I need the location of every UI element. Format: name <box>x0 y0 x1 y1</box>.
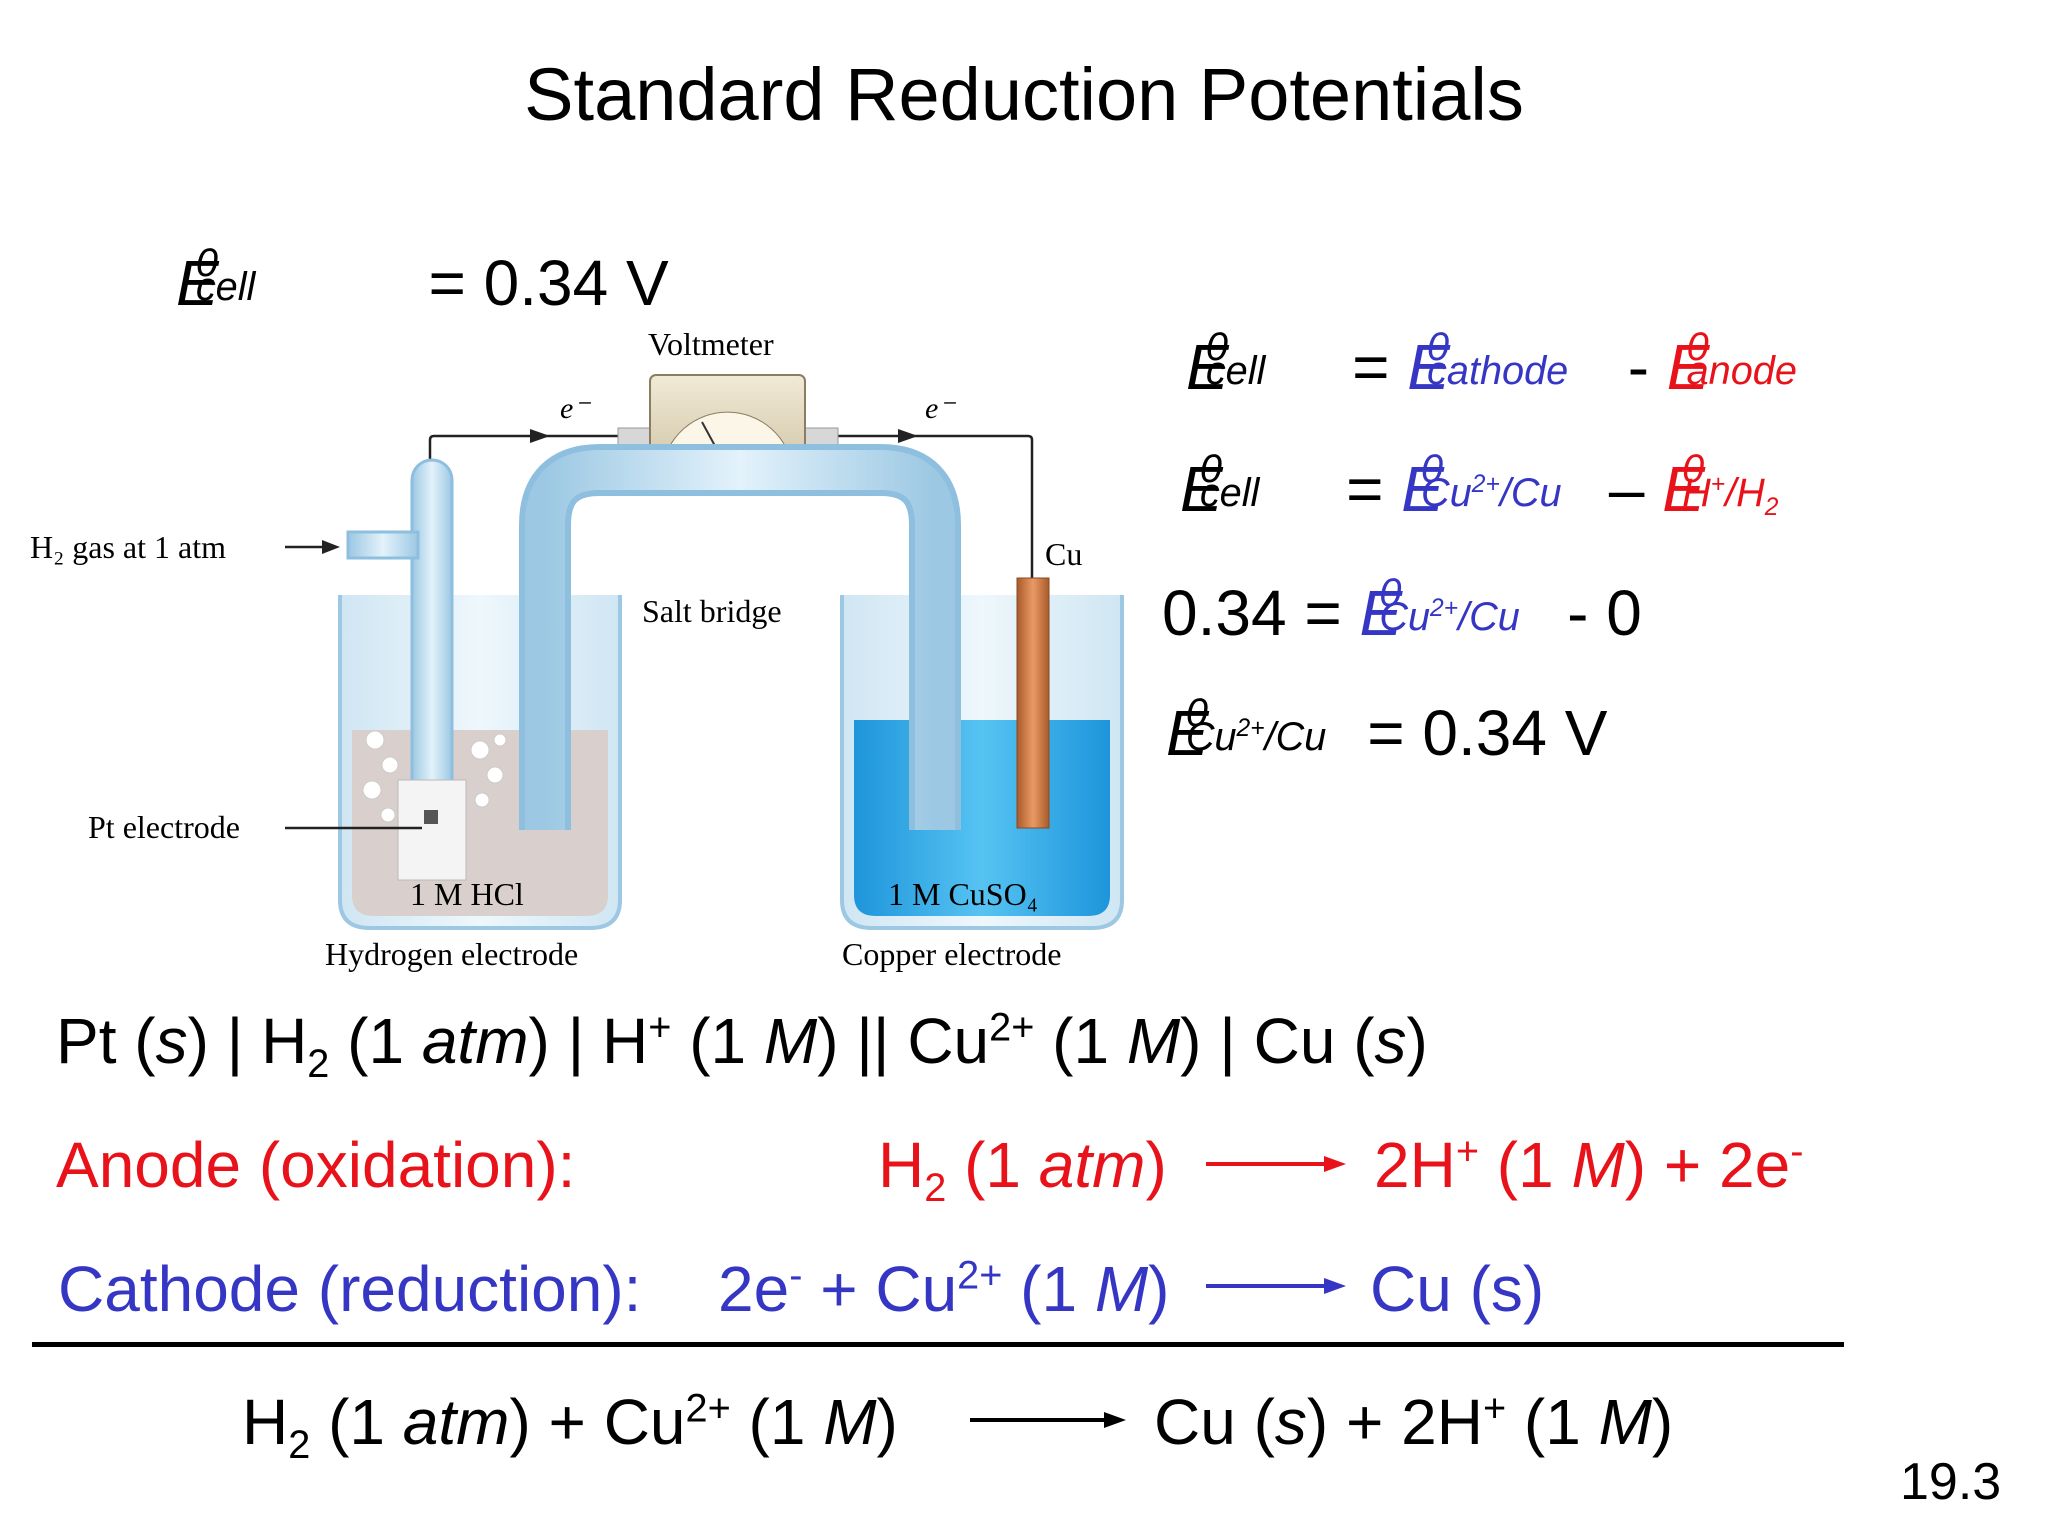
cathode-arrow <box>1206 1278 1346 1294</box>
anode-label: Anode (oxidation): <box>56 1129 576 1201</box>
cell-notation: Pt (s) | H2 (1 atm) | H+ (1 M) || Cu2+ (… <box>56 1005 1428 1086</box>
salt-bridge-label: Salt bridge <box>642 593 782 629</box>
cuso4-label: 1 M CuSO₄ <box>888 876 1038 912</box>
hydrogen-electrode-label: Hydrogen electrode <box>325 936 578 972</box>
cathode-rhs: Cu (s) <box>1370 1253 1545 1325</box>
galvanic-cell-diagram: e⁻ e⁻ Voltmeter Salt bridge H₂ gas at 1 … <box>30 326 1124 972</box>
copper-electrode-label: Copper electrode <box>842 936 1061 972</box>
pt-electrode-label: Pt electrode <box>88 809 240 845</box>
h2-gas-label: H₂ gas at 1 atm <box>30 529 226 565</box>
cathode-label: Cathode (reduction): <box>58 1253 642 1325</box>
electron-label-right: e⁻ <box>925 392 956 425</box>
anode-lhs: H2 (1 atm) <box>878 1129 1167 1210</box>
cathode-lhs: 2e- + Cu2+ (1 M) <box>718 1253 1170 1325</box>
sum-divider <box>32 1342 1844 1347</box>
slide-number: 19.3 <box>1900 1453 2002 1511</box>
slide-title: Standard Reduction Potentials <box>524 53 1524 136</box>
overall-arrow <box>970 1412 1126 1428</box>
anode-arrow <box>1206 1156 1346 1172</box>
overall-rhs: Cu (s) + 2H+ (1 M) <box>1154 1386 1674 1458</box>
pt-electrode <box>424 810 438 824</box>
overall-lhs: H2 (1 atm) + Cu2+ (1 M) <box>242 1386 898 1467</box>
cu-label: Cu <box>1045 536 1082 572</box>
copper-electrode <box>1016 577 1050 829</box>
hcl-label: 1 M HCl <box>410 876 524 912</box>
anode-rhs: 2H+ (1 M) + 2e- <box>1374 1129 1804 1201</box>
electron-label-left: e⁻ <box>560 392 591 425</box>
voltmeter-label: Voltmeter <box>648 326 774 362</box>
